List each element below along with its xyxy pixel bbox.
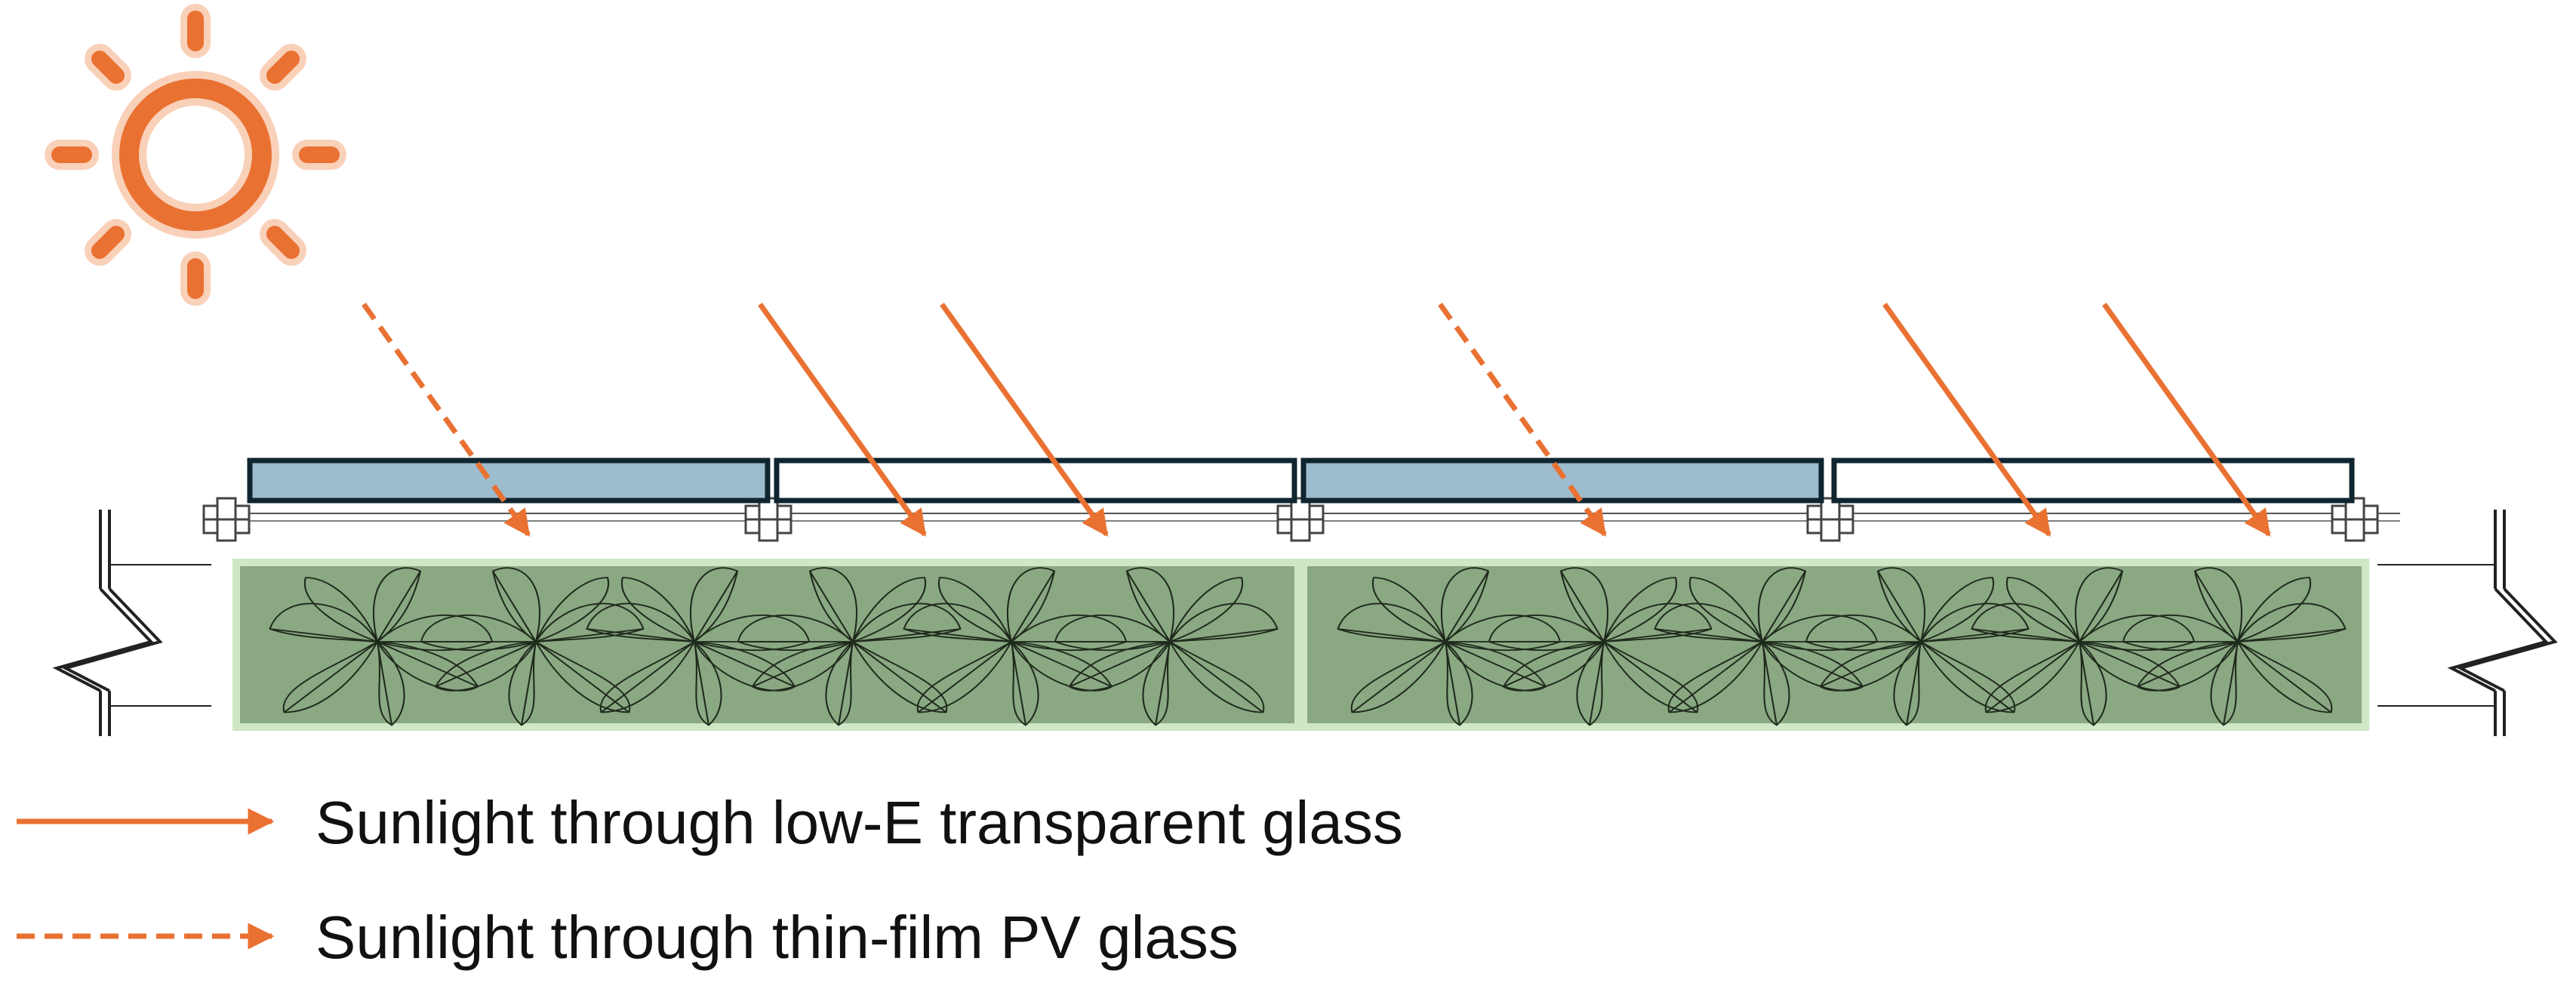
- sun-icon: [45, 4, 346, 306]
- sun-ray-pv-1: [362, 302, 531, 537]
- glass-panel-lowe-2: [1831, 458, 2355, 504]
- sun-ray-lowe-1: [758, 302, 927, 537]
- roof-joint: [1276, 497, 1325, 542]
- left-wall: [52, 510, 211, 736]
- glass-panel-pv-1: [247, 458, 771, 504]
- legend-solid-label: Sunlight through low-E transparent glass: [315, 789, 1403, 856]
- roof-joint: [744, 497, 792, 542]
- sun-ray-lowe-3: [1882, 302, 2051, 537]
- sun-rays: [362, 302, 2271, 537]
- plant-bed-left: [232, 559, 1302, 731]
- roof-joint: [2331, 497, 2379, 542]
- sun-ray-lowe-2: [940, 302, 1109, 537]
- roof-joint: [202, 497, 251, 542]
- roof-joint: [1806, 497, 1854, 542]
- plant-bed-right: [1300, 559, 2369, 731]
- sun-ray-pv-2: [1438, 302, 1607, 537]
- glass-panel-lowe-1: [774, 458, 1297, 504]
- glass-panel-pv-2: [1300, 458, 1824, 504]
- legend: Sunlight through low-E transparent glass…: [17, 789, 1403, 971]
- roof-joints: [202, 497, 2379, 542]
- right-wall: [2377, 510, 2558, 736]
- legend-dashed-label: Sunlight through thin-film PV glass: [315, 904, 1239, 971]
- sun-ray-lowe-4: [2102, 302, 2271, 537]
